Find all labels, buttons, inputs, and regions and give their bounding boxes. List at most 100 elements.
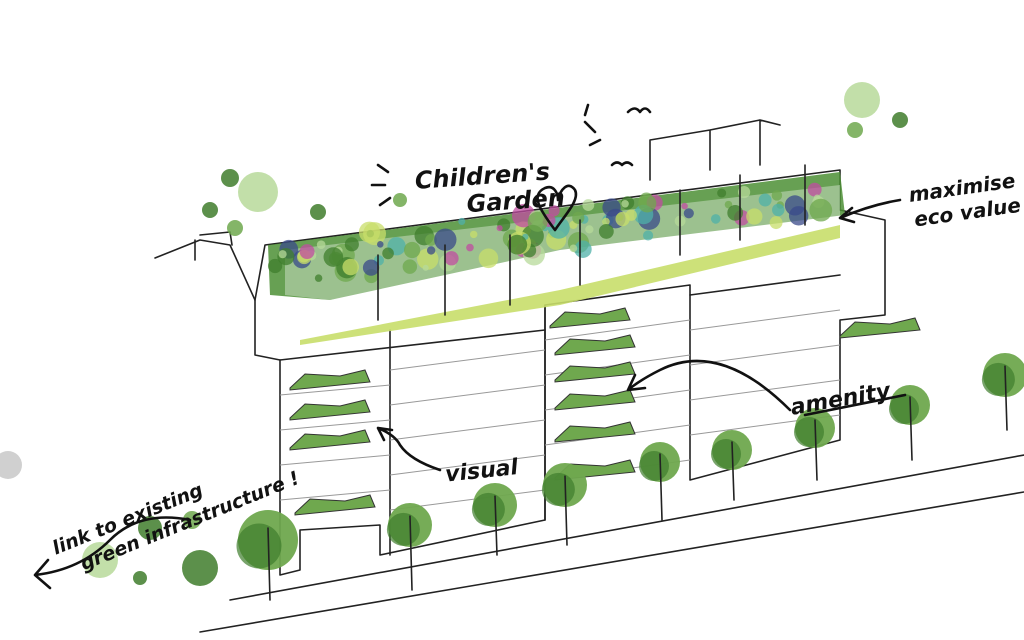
- balcony-planter: [289, 369, 371, 391]
- tree-trunk: [731, 441, 735, 501]
- roof-plant-dot: [342, 258, 360, 276]
- street-tree: [541, 463, 587, 546]
- roof-plant-dot: [496, 225, 503, 232]
- green-bubble: [844, 82, 880, 118]
- roof-plant-dot: [267, 258, 283, 274]
- roof-plant-dot: [572, 211, 585, 224]
- green-bubble: [221, 169, 239, 187]
- roof-plant-dot: [727, 204, 744, 221]
- street-tree: [981, 353, 1024, 431]
- green-roof: [267, 164, 845, 345]
- tree-trunk: [1004, 365, 1008, 431]
- balcony-planter: [554, 361, 636, 383]
- amenity-arrow: [626, 359, 792, 412]
- tree-trunk: [267, 527, 271, 601]
- green-bubble: [227, 220, 243, 236]
- roof-plant-dot: [316, 240, 326, 249]
- roof-plant-dot: [358, 221, 381, 243]
- roof-plant-dot: [784, 195, 806, 216]
- roof-plant-dot: [299, 244, 315, 260]
- roof-plant-dot: [569, 244, 578, 253]
- roof-plant-dot: [769, 216, 783, 230]
- roof-plant-dot: [323, 247, 344, 267]
- roof-plant-dot: [643, 230, 654, 241]
- green-bubble: [202, 202, 218, 218]
- roof-plant-dot: [466, 243, 474, 252]
- green-bubble: [393, 193, 407, 207]
- roof-plant-dot: [425, 234, 437, 246]
- street-tree: [639, 442, 680, 521]
- balcony-planter: [839, 317, 921, 339]
- amenity-arrow-2: [803, 393, 907, 417]
- eco-arrow: [838, 198, 902, 224]
- roof-plant-dot: [574, 240, 592, 258]
- green-bubble: [847, 122, 863, 138]
- roof-plant-dot: [585, 225, 594, 234]
- roof-plant-dot: [807, 182, 822, 197]
- roof-plant-dot: [602, 198, 621, 217]
- roof-plant-dot: [434, 228, 457, 251]
- balcony-planter: [554, 421, 636, 443]
- green-bubble: [892, 112, 908, 128]
- roof-plant-dot: [771, 190, 783, 201]
- tree-canopy-shade: [794, 417, 824, 447]
- roof-plant-dot: [344, 237, 359, 252]
- link-arrow: [33, 516, 192, 590]
- roof-plant-dot: [758, 193, 772, 207]
- tree-trunk: [564, 475, 568, 546]
- heart-icon: [536, 184, 578, 232]
- street-tree: [236, 510, 298, 601]
- balcony-planter: [549, 307, 631, 329]
- balcony-planter: [294, 494, 376, 516]
- tree-canopy-shade: [711, 439, 741, 469]
- tree-trunk: [659, 453, 663, 521]
- annotation-arrows: [33, 198, 907, 590]
- tree-canopy-shade: [471, 492, 505, 526]
- balcony-planter: [554, 334, 636, 356]
- roof-plant-dot: [598, 224, 614, 239]
- roof-plant-dot: [314, 274, 323, 282]
- roof-plant-dot: [681, 202, 688, 210]
- roof-plant-dot: [548, 205, 560, 217]
- street: [199, 454, 1024, 633]
- green-bubble: [133, 571, 147, 585]
- tree-canopy-shade: [889, 394, 919, 424]
- tree-canopy-shade: [236, 523, 282, 569]
- balcony-planter: [289, 399, 371, 421]
- roof-plant-dot: [737, 185, 751, 199]
- balcony-planter: [289, 429, 371, 451]
- street-tree: [386, 503, 432, 591]
- roof-plant-dot: [469, 230, 478, 239]
- roof-plant-dot: [444, 251, 459, 266]
- roof-plant-dot: [724, 200, 733, 209]
- roof-plant-dot: [478, 248, 499, 269]
- roof-plant-dot: [602, 217, 610, 226]
- green-bubbles: [0, 82, 908, 586]
- roof-plant-dot: [710, 214, 721, 224]
- tree-canopy-shade: [981, 362, 1015, 396]
- green-bubble: [183, 511, 201, 529]
- tree-trunk: [909, 396, 913, 461]
- roof-plant-dot: [403, 241, 421, 259]
- street-tree: [794, 408, 835, 481]
- tree-canopy-shade: [639, 451, 669, 481]
- roof-plant-dot: [527, 211, 548, 232]
- tree-trunk: [494, 495, 498, 556]
- roof-plant-dot: [809, 198, 833, 222]
- green-bubble: [82, 542, 118, 578]
- roof-plant-dot: [278, 250, 287, 259]
- green-bubble: [138, 516, 162, 540]
- emphasis-marks: [370, 103, 652, 207]
- tree-canopy-shade: [541, 472, 575, 506]
- visual-arrow: [376, 426, 442, 472]
- roof-plant-dot: [582, 199, 595, 211]
- street-trees: [236, 353, 1024, 601]
- tree-trunk: [814, 419, 818, 481]
- roof-plant-dot: [507, 234, 528, 255]
- roof-plant-dot: [362, 259, 380, 276]
- street-tree: [471, 483, 517, 556]
- roof-plant-dot: [382, 247, 394, 260]
- roof-plant-dot: [377, 241, 384, 248]
